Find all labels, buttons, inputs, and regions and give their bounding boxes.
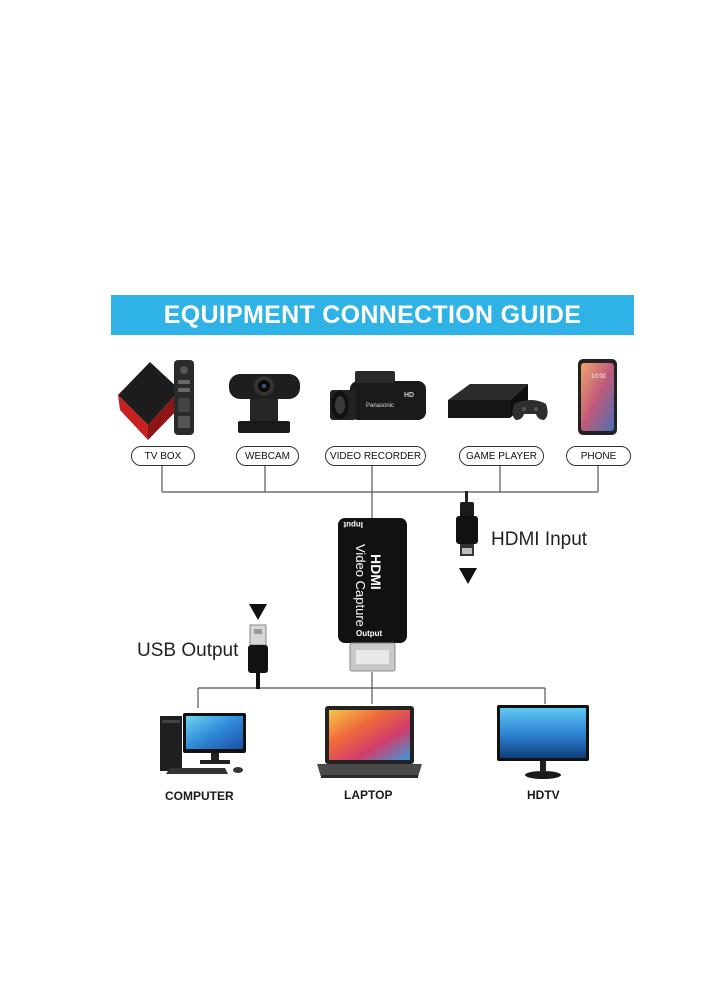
- source-connection-lines: [161, 466, 599, 519]
- phone-clock-text: 10:00: [591, 374, 607, 380]
- hdmi-arrow-icon: [459, 568, 477, 584]
- monitor-icon: [497, 705, 589, 779]
- phone-icon: 10:00: [578, 359, 617, 435]
- usb-arrow-icon: [249, 604, 267, 620]
- webcam-icon: [229, 374, 300, 433]
- camcorder-hd-badge: HD: [404, 392, 414, 399]
- output-label-laptop: LAPTOP: [344, 788, 393, 802]
- output-connection-lines: [197, 672, 546, 708]
- laptop-icon: [317, 706, 422, 778]
- title-banner: EQUIPMENT CONNECTION GUIDE: [111, 295, 634, 335]
- usb-output-label: USB Output: [137, 640, 239, 661]
- tv-box-icon: [118, 360, 194, 440]
- camcorder-icon: Panasonic HD: [330, 371, 426, 420]
- device-product-text: Video Capture: [353, 544, 368, 627]
- source-label-tv-box: TV BOX: [131, 446, 195, 466]
- source-label-phone: PHONE: [566, 446, 631, 466]
- desktop-computer-icon: [160, 713, 246, 774]
- game-console-icon: [448, 384, 548, 420]
- hdmi-input-label: HDMI Input: [491, 529, 588, 550]
- output-label-hdtv: HDTV: [527, 788, 560, 802]
- page-title: EQUIPMENT CONNECTION GUIDE: [163, 300, 582, 329]
- camcorder-brand-text: Panasonic: [366, 403, 394, 409]
- device-output-text: Output: [356, 629, 383, 638]
- usb-cable-icon: [248, 624, 268, 689]
- source-label-game-player: GAME PLAYER: [459, 446, 544, 466]
- source-label-webcam: WEBCAM: [236, 446, 299, 466]
- source-label-video-recorder: VIDEO RECORDER: [325, 446, 426, 466]
- device-brand-text: HDMI: [368, 554, 384, 590]
- device-input-text: Input: [343, 520, 363, 529]
- hdmi-cable-icon: [456, 491, 478, 556]
- output-label-computer: COMPUTER: [165, 789, 234, 803]
- capture-device-icon: Input HDMI Video Capture Output: [338, 518, 407, 672]
